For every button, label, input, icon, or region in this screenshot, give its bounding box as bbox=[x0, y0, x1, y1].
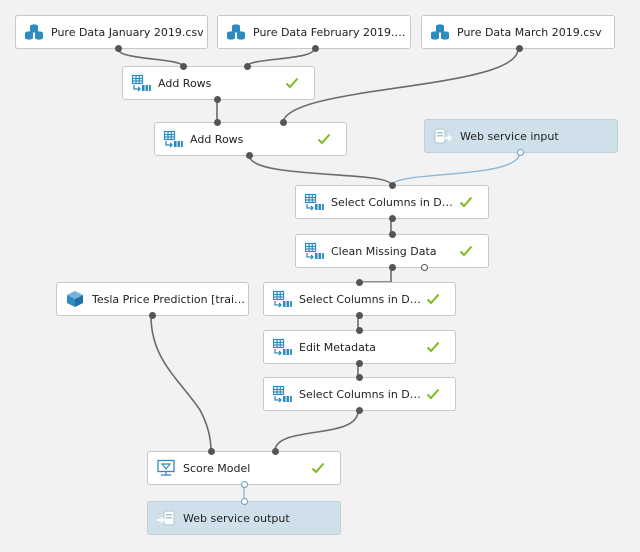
select-columns-module-2[interactable]: Select Columns in Dataset bbox=[263, 279, 456, 319]
checkmark-icon bbox=[316, 133, 332, 145]
dataset-icon bbox=[429, 22, 451, 42]
trained-model-module[interactable]: Tesla Price Prediction [traine... bbox=[56, 282, 249, 319]
input-port[interactable] bbox=[356, 327, 363, 334]
module-label: Pure Data January 2019.csv bbox=[51, 25, 204, 39]
output-port[interactable] bbox=[149, 312, 156, 319]
input-port-right[interactable] bbox=[272, 448, 279, 455]
dataset-icon bbox=[23, 22, 45, 42]
edit-metadata-module[interactable]: Edit Metadata bbox=[263, 327, 456, 367]
select-columns-module-3[interactable]: Select Columns in Dataset bbox=[263, 374, 456, 414]
output-port[interactable] bbox=[389, 215, 396, 222]
output-port-left[interactable] bbox=[389, 264, 396, 271]
module-label: Add Rows bbox=[158, 76, 212, 90]
input-port-left[interactable] bbox=[180, 63, 187, 70]
output-port[interactable] bbox=[356, 360, 363, 367]
add-rows-module-1[interactable]: Add Rows bbox=[122, 63, 315, 103]
clean-missing-data-module[interactable]: Clean Missing Data bbox=[295, 231, 489, 271]
score-model-module[interactable]: Score Model bbox=[147, 448, 341, 488]
dataset-icon bbox=[225, 22, 247, 42]
module-label: Score Model bbox=[183, 461, 251, 475]
input-port-right[interactable] bbox=[244, 63, 251, 70]
input-port[interactable] bbox=[356, 374, 363, 381]
checkmark-icon bbox=[425, 341, 441, 353]
trained-model-icon bbox=[64, 289, 86, 309]
web-service-input-module[interactable]: Web service input bbox=[424, 119, 618, 156]
wire-wsinput-to-select1 bbox=[390, 151, 521, 186]
table-transform-icon bbox=[162, 129, 184, 149]
table-transform-icon bbox=[271, 289, 293, 309]
wire-trained-to-score bbox=[150, 315, 212, 452]
checkmark-icon bbox=[458, 245, 474, 257]
checkmark-icon bbox=[425, 293, 441, 305]
table-transform-icon bbox=[271, 337, 293, 357]
dataset-module-january[interactable]: Pure Data January 2019.csv bbox=[15, 15, 208, 52]
checkmark-icon bbox=[458, 196, 474, 208]
module-label: Select Columns in Dataset bbox=[299, 292, 425, 306]
output-port-right[interactable] bbox=[421, 264, 428, 271]
wire-jan-to-addrows1 bbox=[117, 48, 184, 67]
input-port[interactable] bbox=[241, 498, 248, 505]
checkmark-icon bbox=[425, 388, 441, 400]
output-port[interactable] bbox=[517, 149, 524, 156]
module-label: Select Columns in Dataset bbox=[331, 195, 458, 209]
table-transform-icon bbox=[303, 192, 325, 212]
module-label: Add Rows bbox=[190, 132, 244, 146]
module-label: Tesla Price Prediction [traine... bbox=[92, 292, 248, 306]
module-label: Web service output bbox=[183, 511, 290, 525]
score-model-icon bbox=[155, 458, 177, 478]
dataset-module-march[interactable]: Pure Data March 2019.csv bbox=[421, 15, 615, 52]
module-label: Pure Data March 2019.csv bbox=[457, 25, 602, 39]
output-port[interactable] bbox=[516, 45, 523, 52]
module-label: Clean Missing Data bbox=[331, 244, 437, 258]
output-port[interactable] bbox=[312, 45, 319, 52]
input-port-left[interactable] bbox=[214, 119, 221, 126]
web-service-output-module[interactable]: Web service output bbox=[147, 498, 341, 535]
input-port[interactable] bbox=[356, 279, 363, 286]
table-transform-icon bbox=[303, 241, 325, 261]
output-port[interactable] bbox=[246, 152, 253, 159]
dataset-module-february[interactable]: Pure Data February 2019.csv bbox=[217, 15, 411, 52]
select-columns-module-1[interactable]: Select Columns in Dataset bbox=[295, 182, 489, 222]
wire-mar-to-addrows2 bbox=[282, 48, 519, 123]
module-label: Web service input bbox=[460, 129, 559, 143]
wire-addrows2-to-select1 bbox=[248, 154, 392, 186]
input-port[interactable] bbox=[389, 231, 396, 238]
table-transform-icon bbox=[271, 384, 293, 404]
input-port[interactable] bbox=[389, 182, 396, 189]
table-transform-icon bbox=[130, 73, 152, 93]
web-service-input-icon bbox=[432, 126, 454, 146]
wire-feb-to-addrows1 bbox=[246, 48, 315, 67]
output-port[interactable] bbox=[356, 407, 363, 414]
output-port[interactable] bbox=[241, 481, 248, 488]
web-service-output-icon bbox=[155, 508, 177, 528]
checkmark-icon bbox=[310, 462, 326, 474]
output-port[interactable] bbox=[115, 45, 122, 52]
wire-select3-to-score bbox=[274, 410, 359, 452]
add-rows-module-2[interactable]: Add Rows bbox=[154, 119, 347, 159]
output-port[interactable] bbox=[214, 96, 221, 103]
input-port-left[interactable] bbox=[208, 448, 215, 455]
module-label: Pure Data February 2019.csv bbox=[253, 25, 410, 39]
output-port[interactable] bbox=[356, 312, 363, 319]
wire-clean-to-select2 bbox=[358, 268, 392, 283]
input-port-right[interactable] bbox=[280, 119, 287, 126]
module-label: Select Columns in Dataset bbox=[299, 387, 425, 401]
module-label: Edit Metadata bbox=[299, 340, 376, 354]
checkmark-icon bbox=[284, 77, 300, 89]
